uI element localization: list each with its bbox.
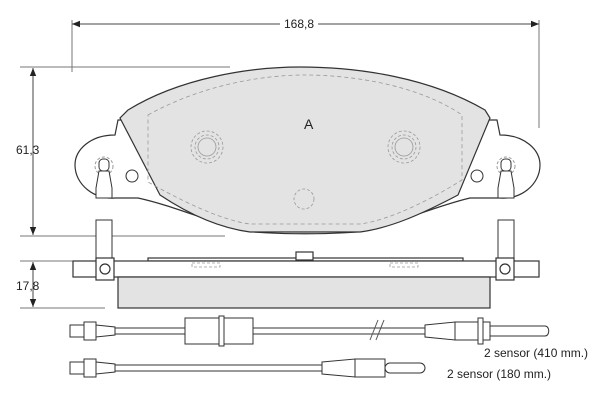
side-view — [72, 251, 540, 309]
side-dashes — [191, 262, 419, 268]
pad-marking: A — [304, 116, 314, 132]
sensor-label-410: 2 sensor (410 mm.) — [484, 346, 589, 360]
height-dimension: 61,3 — [16, 143, 40, 157]
sensor-wire-180 — [69, 358, 426, 378]
pad-holes — [190, 130, 421, 210]
friction-pad — [119, 66, 491, 233]
thickness-dimension: 17,8 — [16, 279, 40, 293]
sensor-wire-410 — [69, 315, 550, 347]
sensor-label-180: 2 sensor (180 mm.) — [447, 367, 552, 381]
width-dimension: 168,8 — [280, 17, 319, 31]
mounting-clips — [94, 156, 516, 259]
